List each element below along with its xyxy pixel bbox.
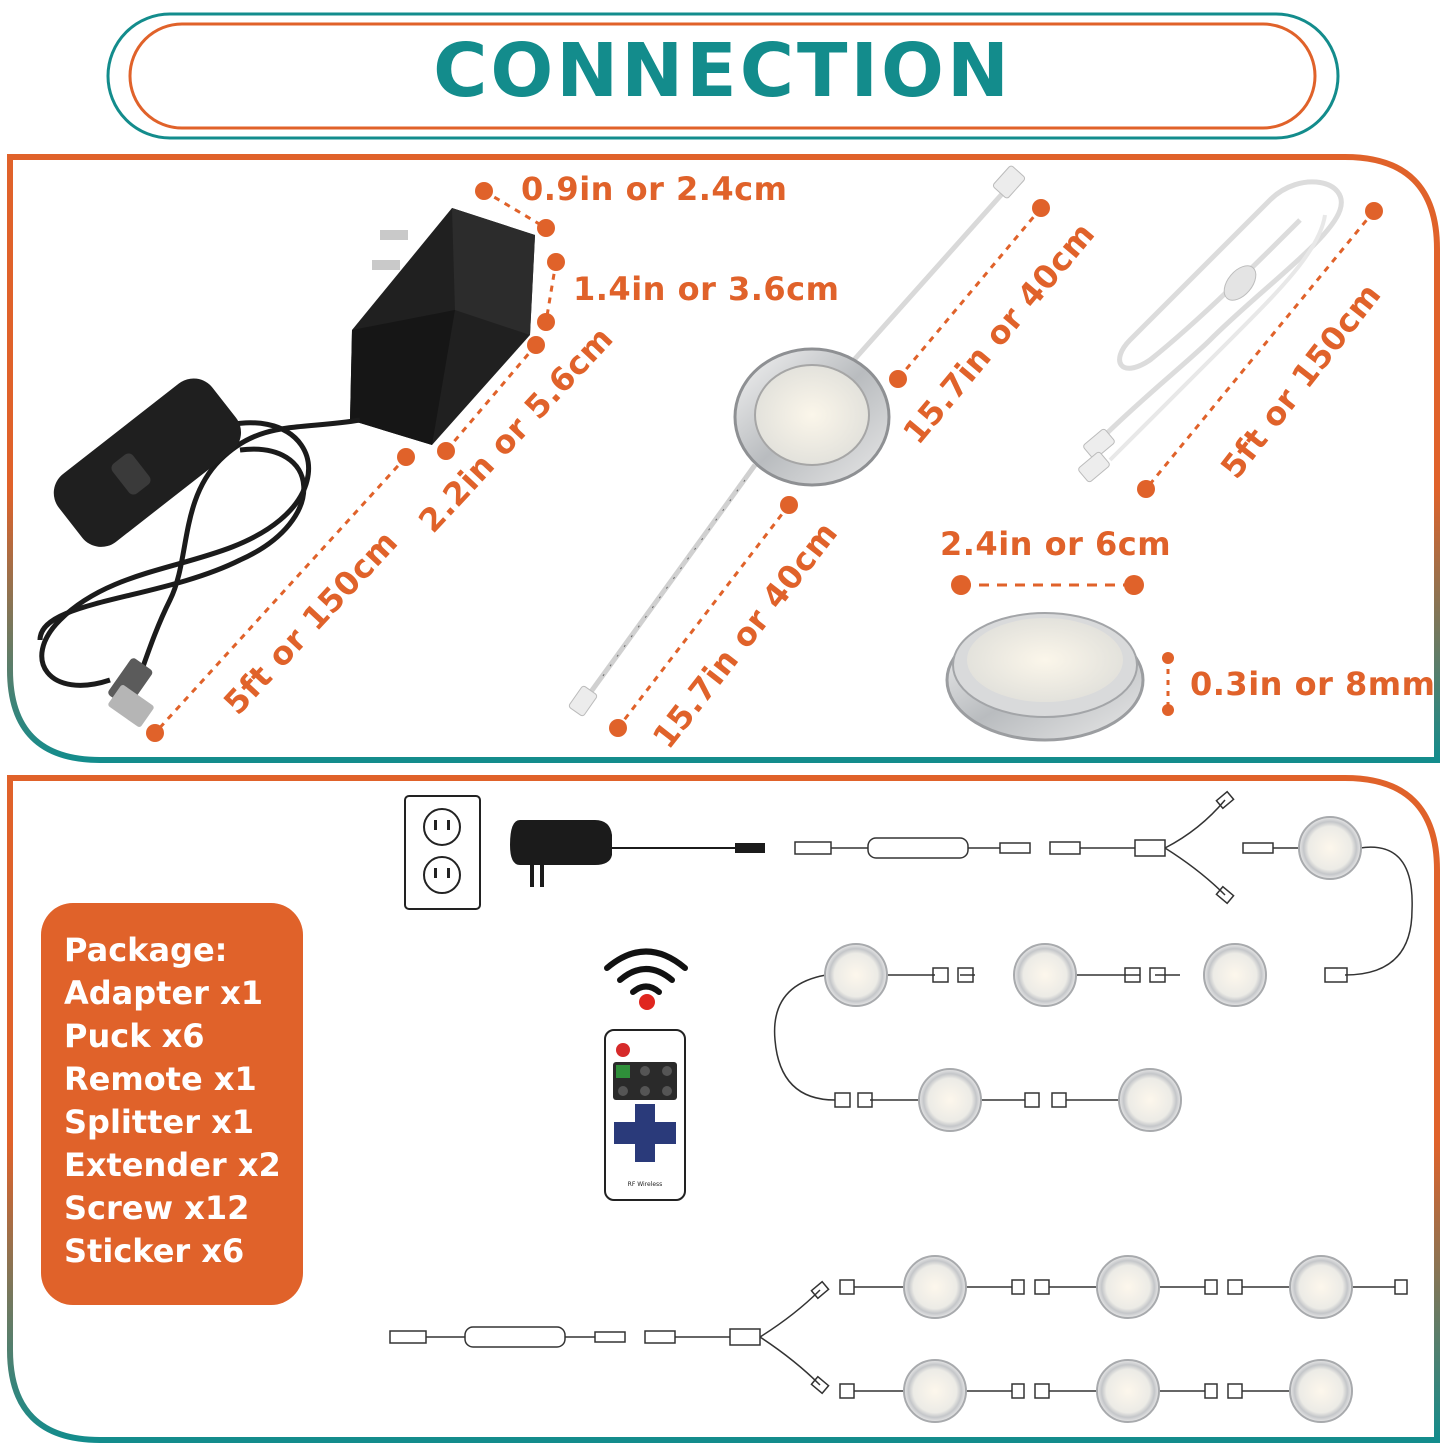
- small-adapter-icon: [510, 820, 765, 887]
- package-item: Adapter x1: [64, 974, 263, 1012]
- product-illustrations: [37, 165, 1383, 742]
- package-contents-box: Package: Adapter x1 Puck x6 Remote x1 Sp…: [41, 903, 303, 1305]
- dimension-markers: [146, 182, 1383, 742]
- remote-control-icon: [604, 1029, 686, 1201]
- remote-brand-label: RF Wireless: [627, 1181, 663, 1188]
- puck-light-icon: [568, 165, 1026, 717]
- puck-thickness-label: 0.3in or 8mm: [1190, 665, 1436, 703]
- power-outlet-icon: [404, 795, 481, 910]
- adapter-width-label: 1.4in or 3.6cm: [573, 270, 840, 308]
- adapter-depth-label: 0.9in or 2.4cm: [521, 170, 788, 208]
- page-title: CONNECTION: [433, 28, 1012, 114]
- package-item: Sticker x6: [64, 1232, 245, 1270]
- package-item: Screw x12: [64, 1189, 250, 1227]
- package-heading: Package:: [64, 931, 228, 969]
- power-adapter-icon: [37, 208, 535, 727]
- package-item: Extender x2: [64, 1146, 281, 1184]
- extender-cable-icon: [1078, 179, 1344, 483]
- title-banner-frame: [106, 12, 1340, 140]
- package-item: Splitter x1: [64, 1103, 255, 1141]
- puck-diameter-label: 2.4in or 6cm: [940, 525, 1172, 563]
- wireless-signal-icon: [604, 948, 688, 995]
- puck-side-view-icon: [945, 612, 1145, 742]
- package-item: Puck x6: [64, 1017, 205, 1055]
- package-item: Remote x1: [64, 1060, 257, 1098]
